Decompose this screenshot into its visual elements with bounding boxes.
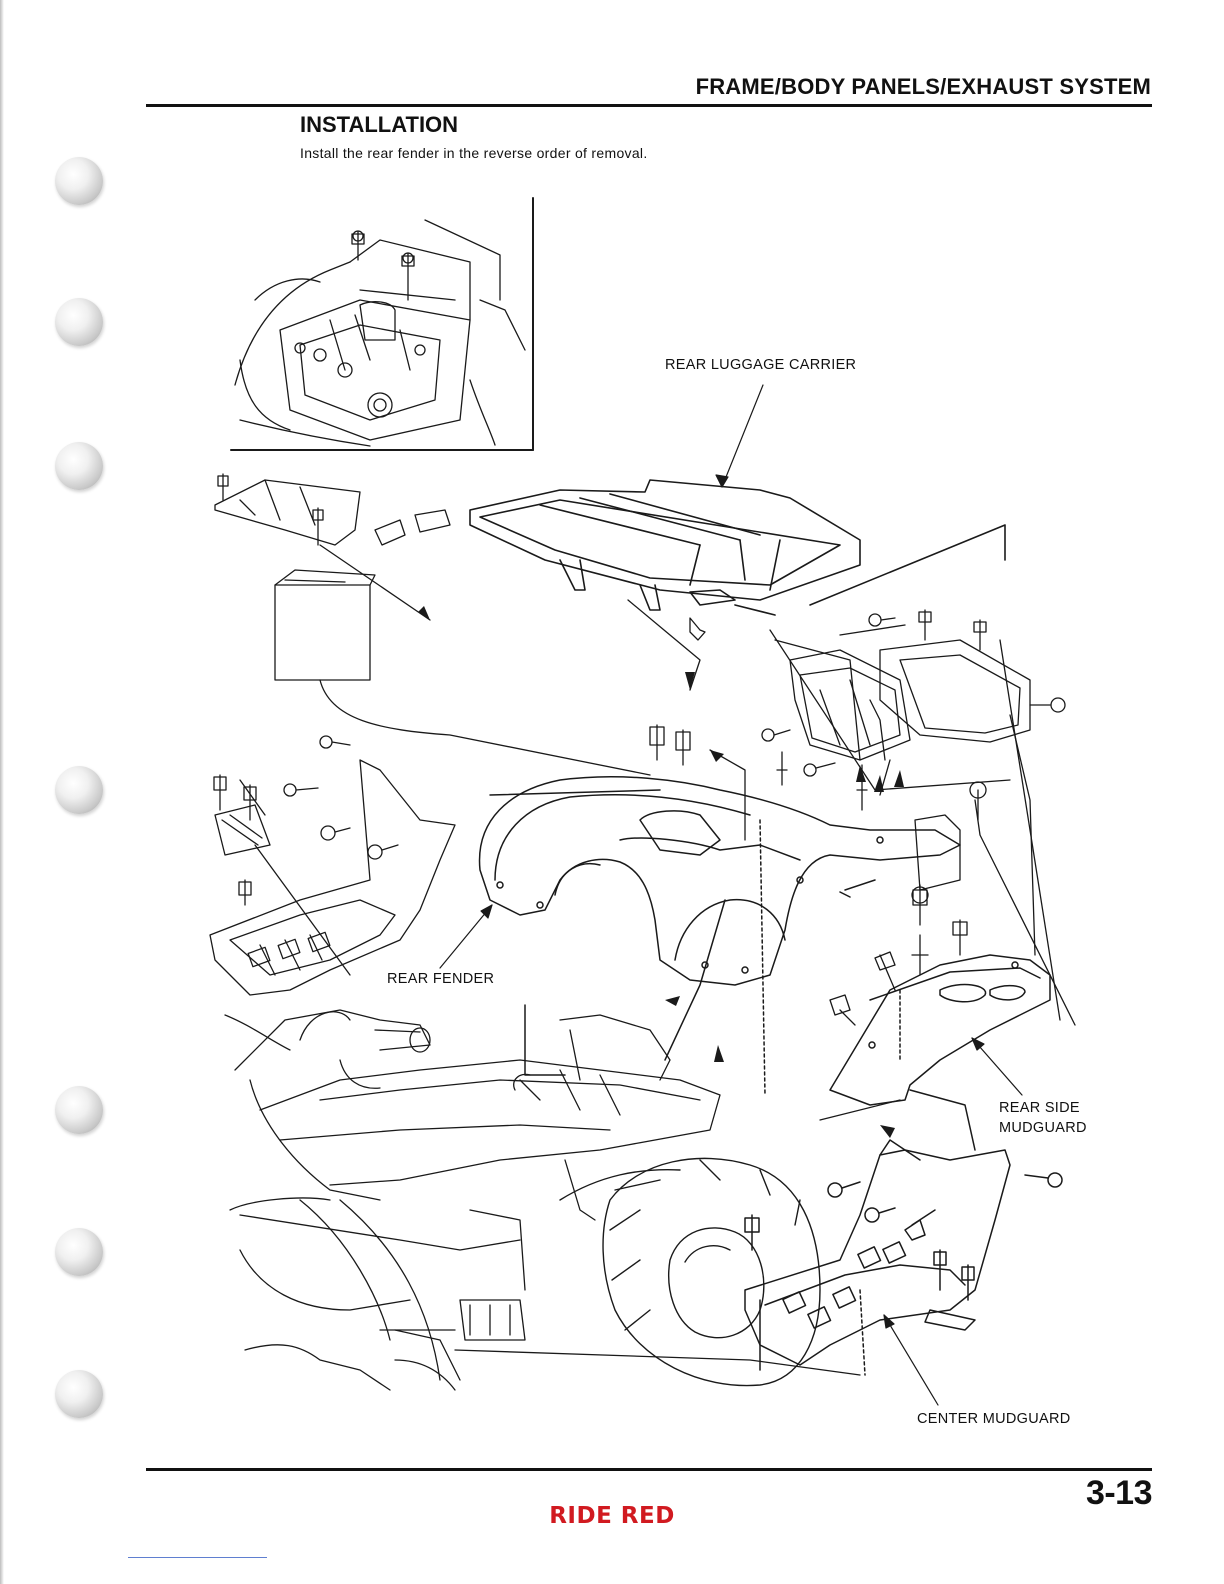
rear-fender-drawing <box>480 777 960 1095</box>
battery-holder-drawing <box>215 474 650 775</box>
frame-chassis-drawing <box>225 1010 900 1390</box>
direction-arrows <box>418 606 904 1138</box>
rear-wheel-drawing <box>560 1158 820 1385</box>
fastener-cluster-drawing <box>628 600 1075 1025</box>
left-mudguard-drawing <box>210 736 455 995</box>
rear-luggage-carrier-label: REAR LUGGAGE CARRIER <box>665 355 856 375</box>
link-underline <box>128 1557 267 1558</box>
center-mudguard-drawing <box>745 1140 1062 1375</box>
inset-detail-drawing <box>231 198 533 450</box>
rear-fender-label: REAR FENDER <box>387 969 494 989</box>
rear-side-mudguard-label-line2: MUDGUARD <box>999 1118 1087 1138</box>
footer-rule <box>146 1468 1152 1471</box>
brand-watermark: RIDE RED <box>0 1503 1224 1529</box>
center-mudguard-label: CENTER MUDGUARD <box>917 1409 1071 1429</box>
rear-side-mudguard-label-line1: REAR SIDE <box>999 1098 1080 1118</box>
rear-luggage-carrier-drawing <box>470 480 1005 615</box>
